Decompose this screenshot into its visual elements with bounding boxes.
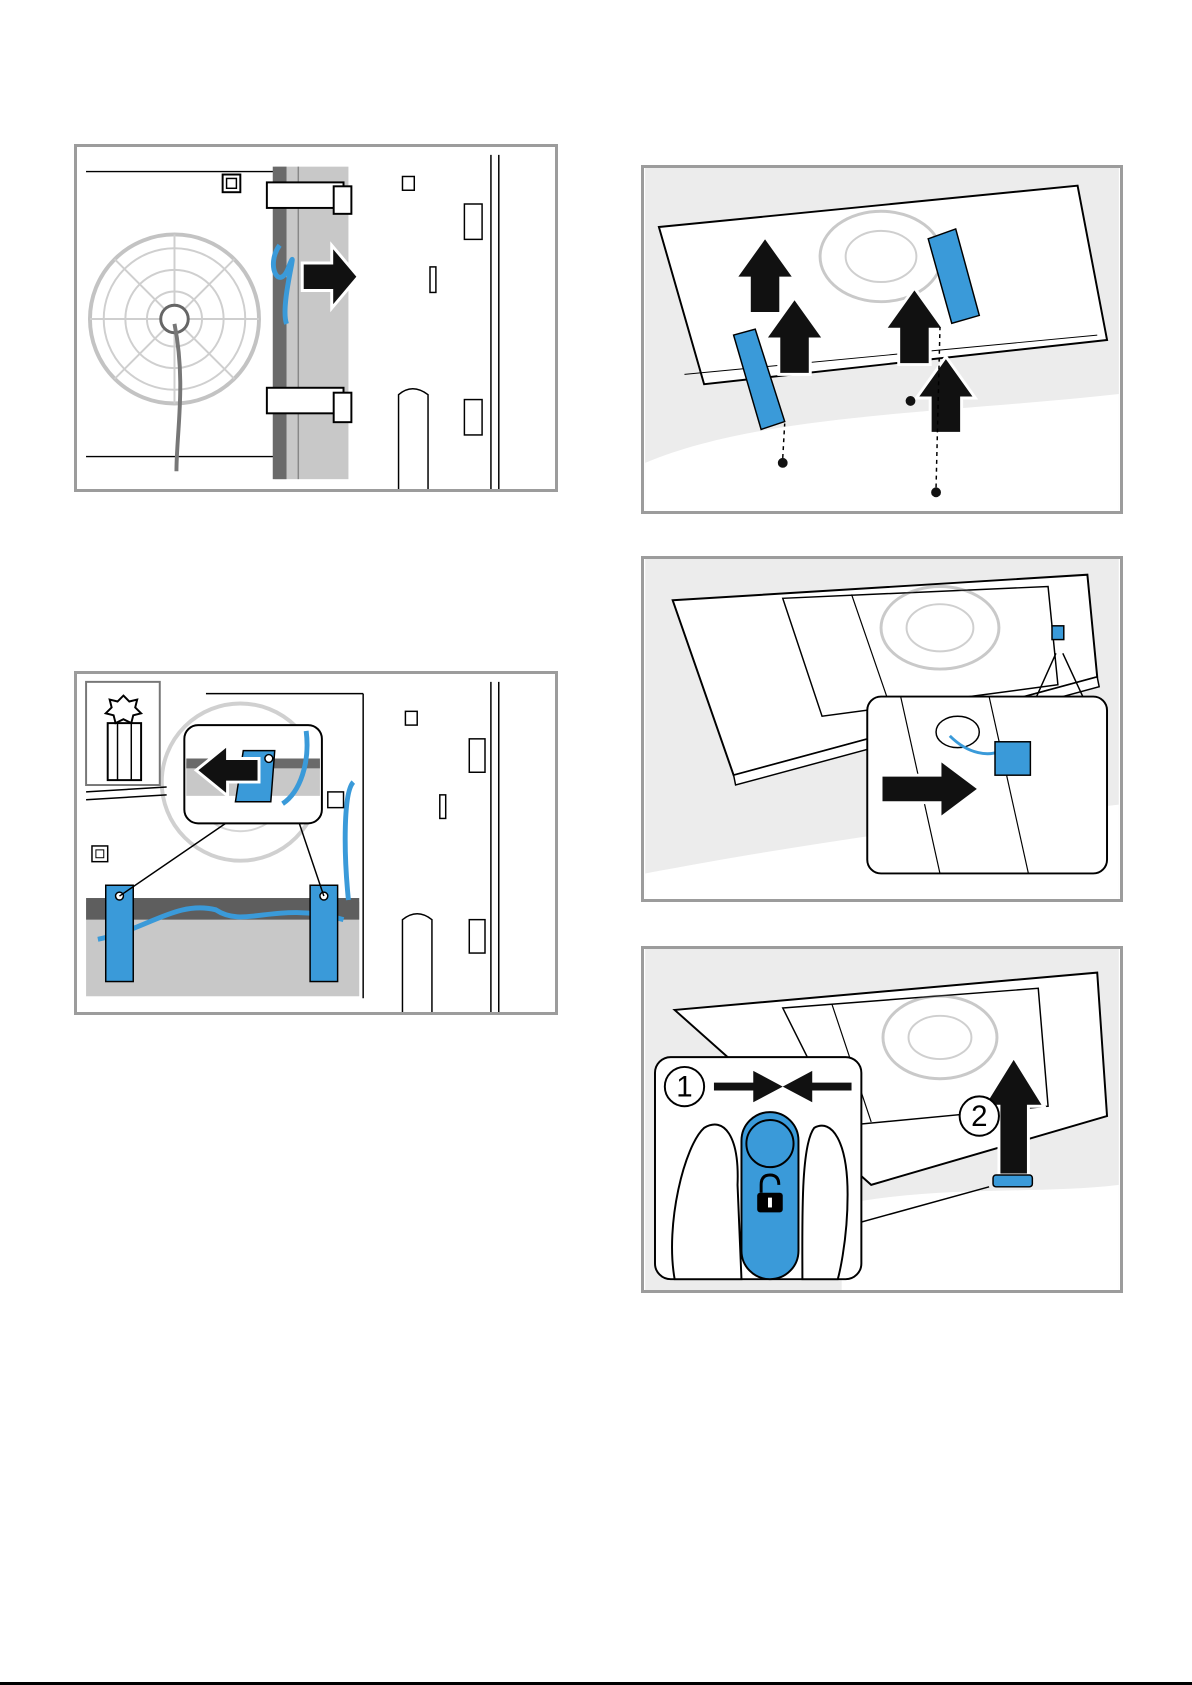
fan-cable-illustration bbox=[77, 147, 555, 489]
figure-connector bbox=[641, 556, 1123, 902]
lock-release-illustration: 2 1 bbox=[644, 949, 1120, 1290]
step-number-one: 1 bbox=[676, 1070, 692, 1103]
figure-lock-release: 2 1 bbox=[641, 946, 1123, 1293]
figure-bracket-screws bbox=[74, 671, 558, 1015]
bracket-screws-illustration bbox=[77, 674, 555, 1012]
torx-screwdriver-icon bbox=[86, 682, 160, 785]
brackets-refit-illustration bbox=[644, 168, 1120, 511]
step-number-two: 2 bbox=[971, 1100, 987, 1133]
figure-fan-cable bbox=[74, 144, 558, 492]
figure-brackets-refit bbox=[641, 165, 1123, 514]
connector-illustration bbox=[644, 559, 1120, 899]
